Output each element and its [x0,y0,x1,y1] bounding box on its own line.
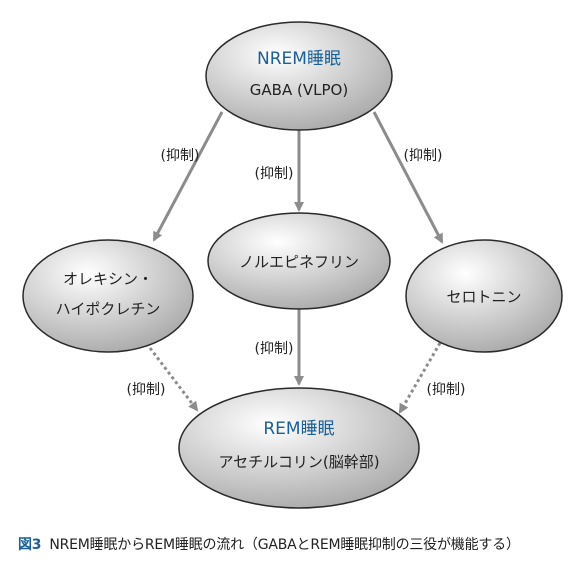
node-serotonin: セロトニン [405,239,563,353]
node-orexin-shape [22,239,194,353]
figure-number: 図3 [18,537,42,553]
edge-label-nrem-to-serotonin: (抑制) [404,148,443,164]
edge-label-orexin-to-rem: (抑制) [127,382,166,398]
edge-nrem-to-orexin [152,111,224,242]
node-rem-shape [178,387,420,509]
edge-orexin-to-rem [148,347,199,412]
node-nrem-shape [205,21,393,131]
edge-label-nrem-to-orexin: (抑制) [161,148,200,164]
edge-label-noradrenaline-to-rem: (抑制) [255,341,294,357]
node-rem-title: REM睡眠 [263,419,334,439]
node-noradrenaline-text: ノルエピネフリン [239,253,359,271]
edge-serotonin-to-rem [398,342,442,414]
sleep-regulation-diagram: (抑制) (抑制) (抑制) (抑制) (抑制) (抑制) NREM睡眠 GAB… [22,21,563,509]
node-serotonin-text: セロトニン [446,288,521,306]
node-rem-text: アセチルコリン(脳幹部) [218,453,379,471]
node-noradrenaline: ノルエピネフリン [207,212,391,310]
node-rem: REM睡眠 アセチルコリン(脳幹部) [178,387,420,509]
figure-caption: 図3 NREM睡眠からREM睡眠の流れ（GABAとREM睡眠抑制の三役が機能する） [18,534,578,554]
node-orexin-line2: ハイポクレチン [56,300,161,318]
node-nrem-title: NREM睡眠 [257,49,341,69]
node-noradrenaline-shape [207,212,391,310]
node-orexin: オレキシン・ ハイポクレチン [22,239,194,353]
edge-labels: (抑制) (抑制) (抑制) (抑制) (抑制) (抑制) [127,148,466,398]
node-nrem-text: GABA (VLPO) [250,81,348,99]
node-orexin-line1: オレキシン・ [63,270,153,288]
edge-label-serotonin-to-rem: (抑制) [427,382,466,398]
node-serotonin-shape [405,239,563,353]
edge-nrem-to-serotonin [372,111,444,244]
edges [148,111,444,414]
node-nrem: NREM睡眠 GABA (VLPO) [205,21,393,131]
edge-label-nrem-to-noradrenaline: (抑制) [255,166,294,182]
figure-caption-text: NREM睡眠からREM睡眠の流れ（GABAとREM睡眠抑制の三役が機能する） [49,537,520,553]
